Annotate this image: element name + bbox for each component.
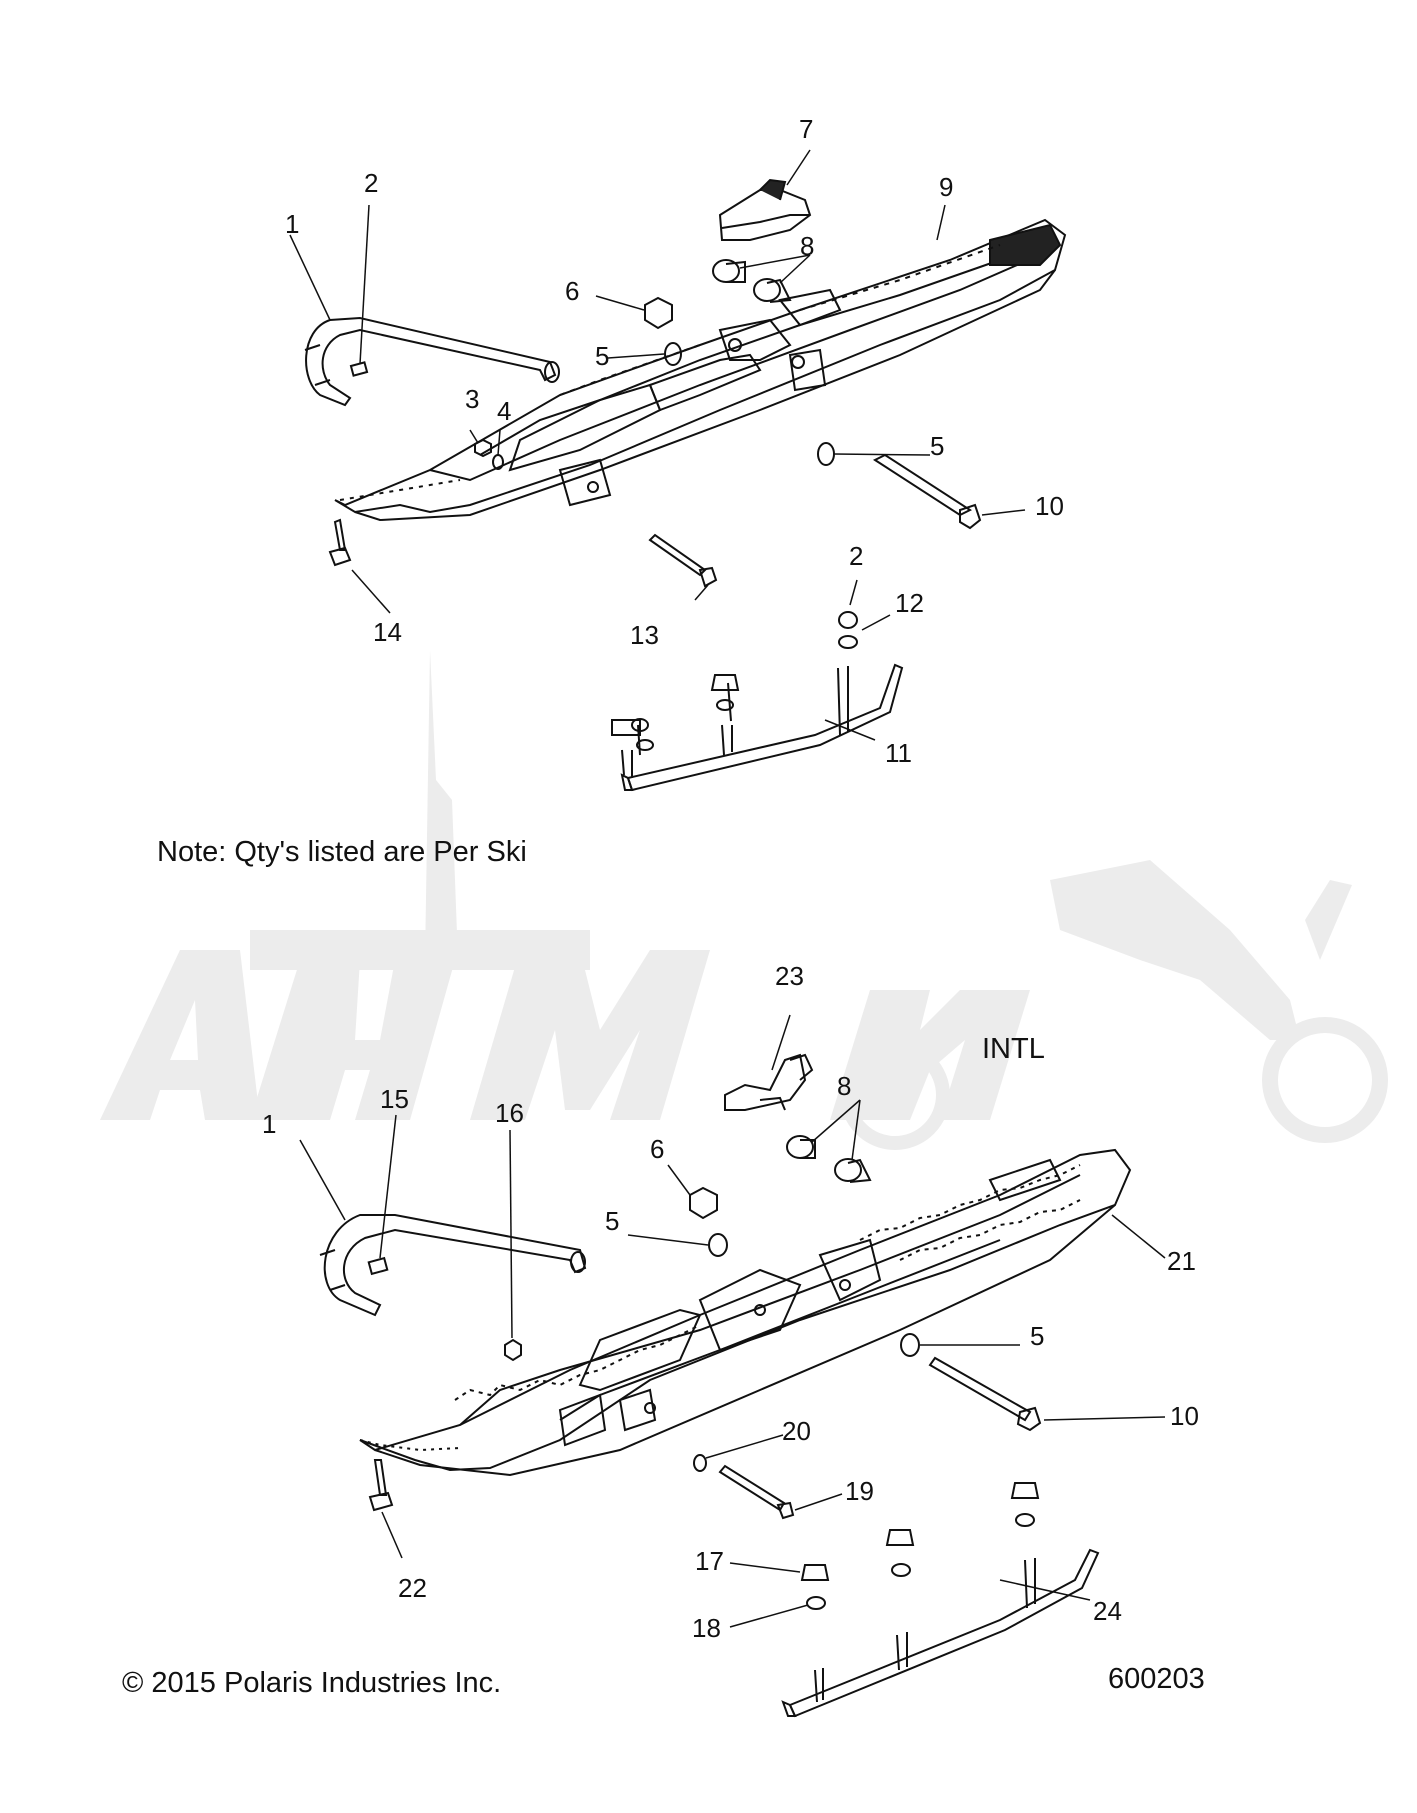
ski-part-21 [359,1148,1132,1472]
callout-lower-10: 10 [1170,1401,1199,1431]
callout-lower-6: 6 [650,1134,664,1164]
callout-upper-1: 1 [285,209,299,239]
note-text: Note: Qty's listed are Per Ski [157,836,527,868]
handle-part-1 [305,316,557,407]
callout-upper-8: 8 [800,231,814,261]
callout-lower-18: 18 [692,1613,721,1643]
callout-upper-2b: 2 [849,541,863,571]
callout-upper-7: 7 [799,114,813,144]
callout-upper-13: 13 [630,620,659,650]
callout-upper-4: 4 [497,396,511,426]
drawing-number: 600203 [1108,1663,1205,1695]
watermark-logo [100,650,1388,1150]
wear-rod-part-11 [626,663,904,792]
callout-lower-5b: 5 [1030,1321,1044,1351]
callout-lower-5a: 5 [605,1206,619,1236]
handle-part-1-lower [323,1214,587,1317]
lower-callouts: 1 15 16 6 5 5 23 8 21 10 20 19 22 17 18 … [262,961,1199,1643]
intl-label: INTL [982,1033,1045,1065]
upper-leader-lines [289,149,1026,741]
callout-lower-21: 21 [1167,1246,1196,1276]
lower-leader-lines [299,1014,1166,1628]
pad-part-23 [724,1053,807,1111]
callout-upper-9: 9 [939,172,953,202]
callout-upper-6: 6 [565,276,579,306]
callout-lower-16: 16 [495,1098,524,1128]
callout-upper-2: 2 [364,168,378,198]
callout-upper-11: 11 [885,738,912,768]
callout-lower-22: 22 [398,1573,427,1603]
callout-lower-17: 17 [695,1546,724,1576]
upper-callouts: 1 2 3 4 5 5 6 7 8 9 10 11 12 13 14 2 [285,114,1064,768]
ski-part-9 [334,218,1067,514]
callout-lower-24: 24 [1093,1596,1122,1626]
upper-ski-assembly [304,178,1067,792]
lower-ski-assembly [319,1053,1132,1718]
callout-lower-1: 1 [262,1109,276,1139]
callout-lower-19: 19 [845,1476,874,1506]
copyright-text: © 2015 Polaris Industries Inc. [122,1667,502,1699]
callout-lower-20: 20 [782,1416,811,1446]
wear-rod-part-24 [788,1548,1100,1718]
callout-upper-12: 12 [895,588,924,618]
callout-upper-14: 14 [373,617,402,647]
callout-upper-5b: 5 [930,431,944,461]
callout-upper-5a: 5 [595,341,609,371]
callout-upper-3: 3 [465,384,479,414]
callout-upper-10: 10 [1035,491,1064,521]
callout-lower-15: 15 [380,1084,409,1114]
callout-lower-23: 23 [775,961,804,991]
callout-lower-8: 8 [837,1071,851,1101]
